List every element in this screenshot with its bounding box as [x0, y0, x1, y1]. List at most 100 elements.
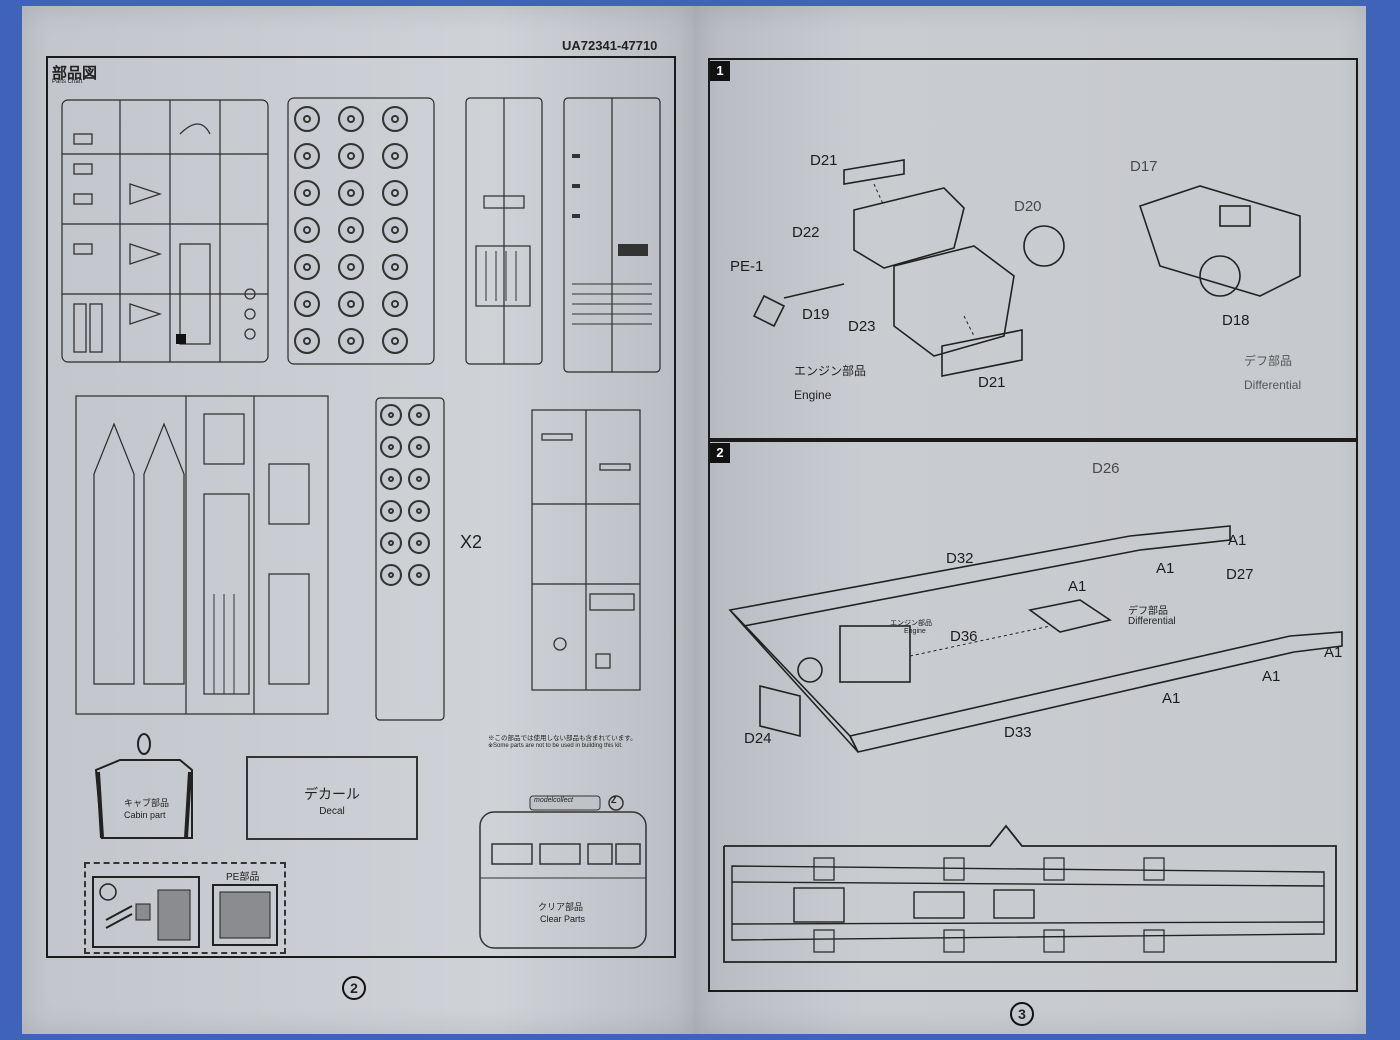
- label-d27: D27: [1226, 566, 1254, 583]
- sprue-wheels-diagram: [287, 97, 435, 365]
- label-d21-top: D21: [810, 152, 838, 169]
- wheel-part: [380, 532, 402, 554]
- label-d22: D22: [792, 224, 820, 241]
- step2-engine-jp: エンジン部品: [890, 620, 932, 627]
- note-en: ※Some parts are not to be used in buildi…: [488, 743, 623, 749]
- label-d32: D32: [946, 550, 974, 567]
- sprue-wheels-x2-diagram: [375, 397, 445, 721]
- wheel-part: [408, 564, 430, 586]
- wheel-part: [294, 180, 320, 206]
- clear-parts-diagram: [479, 795, 647, 949]
- clear-label-jp: クリア部品: [538, 902, 584, 912]
- label-d36: D36: [950, 628, 978, 645]
- wheel-part: [294, 291, 320, 317]
- left-page: UA72341-47710 部品図 Parts Chart: [22, 6, 696, 1034]
- label-a1-4: A1: [1324, 644, 1343, 661]
- brand-letter: Z: [611, 795, 617, 805]
- decal-label-jp: デカール: [304, 786, 360, 802]
- wheel-part: [380, 468, 402, 490]
- wheel-part: [338, 106, 364, 132]
- parts-chart-frame: [46, 56, 676, 958]
- wheel-part: [382, 217, 408, 243]
- wheel-part: [338, 291, 364, 317]
- clear-label-en: Clear Parts: [540, 914, 586, 924]
- label-d24: D24: [744, 730, 772, 747]
- wheel-part: [294, 254, 320, 280]
- pe-fret-diagram: [92, 876, 200, 948]
- wheel-part: [408, 436, 430, 458]
- cabin-label-jp: キャブ部品: [124, 798, 170, 808]
- wheel-part: [382, 328, 408, 354]
- pe-parts-box: [84, 862, 286, 954]
- engine-label-jp: エンジン部品: [794, 364, 867, 378]
- brand-label: modelcollect: [534, 797, 573, 804]
- chassis-top-view-diagram: [723, 824, 1337, 963]
- wheel-part: [294, 328, 320, 354]
- engine-label-en: Engine: [794, 388, 832, 402]
- label-d17: D17: [1130, 158, 1158, 175]
- note-jp: ※この部品では使用しない部品も含まれています。: [488, 735, 637, 742]
- wheel-part: [338, 217, 364, 243]
- wheel-part: [408, 404, 430, 426]
- wheel-part: [338, 180, 364, 206]
- step2-frame: [708, 440, 1358, 992]
- step2-badge: 2: [710, 443, 730, 463]
- label-d18: D18: [1222, 312, 1250, 329]
- step2-diff-jp: デフ部品: [1128, 606, 1168, 617]
- differential-exploded-diagram: [1138, 185, 1301, 297]
- step1-frame: [708, 58, 1358, 440]
- wheel-part: [408, 532, 430, 554]
- parts-chart-subtitle: Parts Chart: [52, 79, 83, 85]
- wheel-part: [382, 106, 408, 132]
- wheel-part: [380, 404, 402, 426]
- step1-badge: 1: [710, 61, 730, 81]
- label-d23: D23: [848, 318, 876, 335]
- label-a1-3: A1: [1068, 578, 1087, 595]
- label-d19: D19: [802, 306, 830, 323]
- wheel-part: [380, 500, 402, 522]
- page-number-left: 2: [342, 976, 366, 1000]
- chassis-assembly-diagram: [728, 525, 1343, 753]
- step2-engine-en: Engine: [904, 628, 926, 635]
- wheel-part: [408, 468, 430, 490]
- page-number-right: 3: [1010, 1002, 1034, 1026]
- label-a1-6: A1: [1162, 690, 1181, 707]
- pe-plate-diagram: [212, 884, 278, 946]
- diff-label-jp: デフ部品: [1244, 354, 1293, 368]
- wheel-part: [380, 564, 402, 586]
- wheel-part: [408, 500, 430, 522]
- label-d21-bottom: D21: [978, 374, 1006, 391]
- label-a1-5: A1: [1262, 668, 1281, 685]
- diff-label-en: Differential: [1244, 378, 1302, 392]
- right-page: 1 D21 D22 D20 PE-1 D19 D23 D21 D17 D18 エ…: [694, 6, 1366, 1034]
- label-a1-2: A1: [1156, 560, 1175, 577]
- wheel-part: [338, 143, 364, 169]
- wheel-part: [380, 436, 402, 458]
- label-d26: D26: [1092, 460, 1120, 477]
- sprue-frame-diagram: [75, 395, 329, 715]
- wheel-part: [294, 217, 320, 243]
- wheel-part: [382, 291, 408, 317]
- label-d20: D20: [1014, 198, 1042, 215]
- parts-chart-title: 部品図: [52, 65, 98, 82]
- wheel-part: [382, 254, 408, 280]
- sprue-a-diagram: [61, 99, 269, 363]
- kit-code: UA72341-47710: [562, 38, 658, 53]
- decal-label-en: Decal: [319, 806, 345, 817]
- sprue-c-diagram: [465, 97, 543, 365]
- wheel-part: [338, 328, 364, 354]
- sprue-d-diagram: [563, 97, 661, 373]
- decal-box: デカール Decal: [246, 756, 418, 840]
- multiplier-label: X2: [460, 532, 483, 552]
- wheel-part: [294, 106, 320, 132]
- label-a1-1: A1: [1228, 532, 1247, 549]
- label-d33: D33: [1004, 724, 1032, 741]
- wheel-part: [382, 143, 408, 169]
- label-pe1: PE-1: [730, 258, 764, 275]
- wheel-part: [294, 143, 320, 169]
- cabin-label-en: Cabin part: [124, 810, 166, 820]
- cabin-part-diagram: [94, 733, 193, 839]
- pe-label: PE部品: [226, 872, 260, 883]
- engine-exploded-diagram: [752, 159, 1065, 377]
- wheel-part: [382, 180, 408, 206]
